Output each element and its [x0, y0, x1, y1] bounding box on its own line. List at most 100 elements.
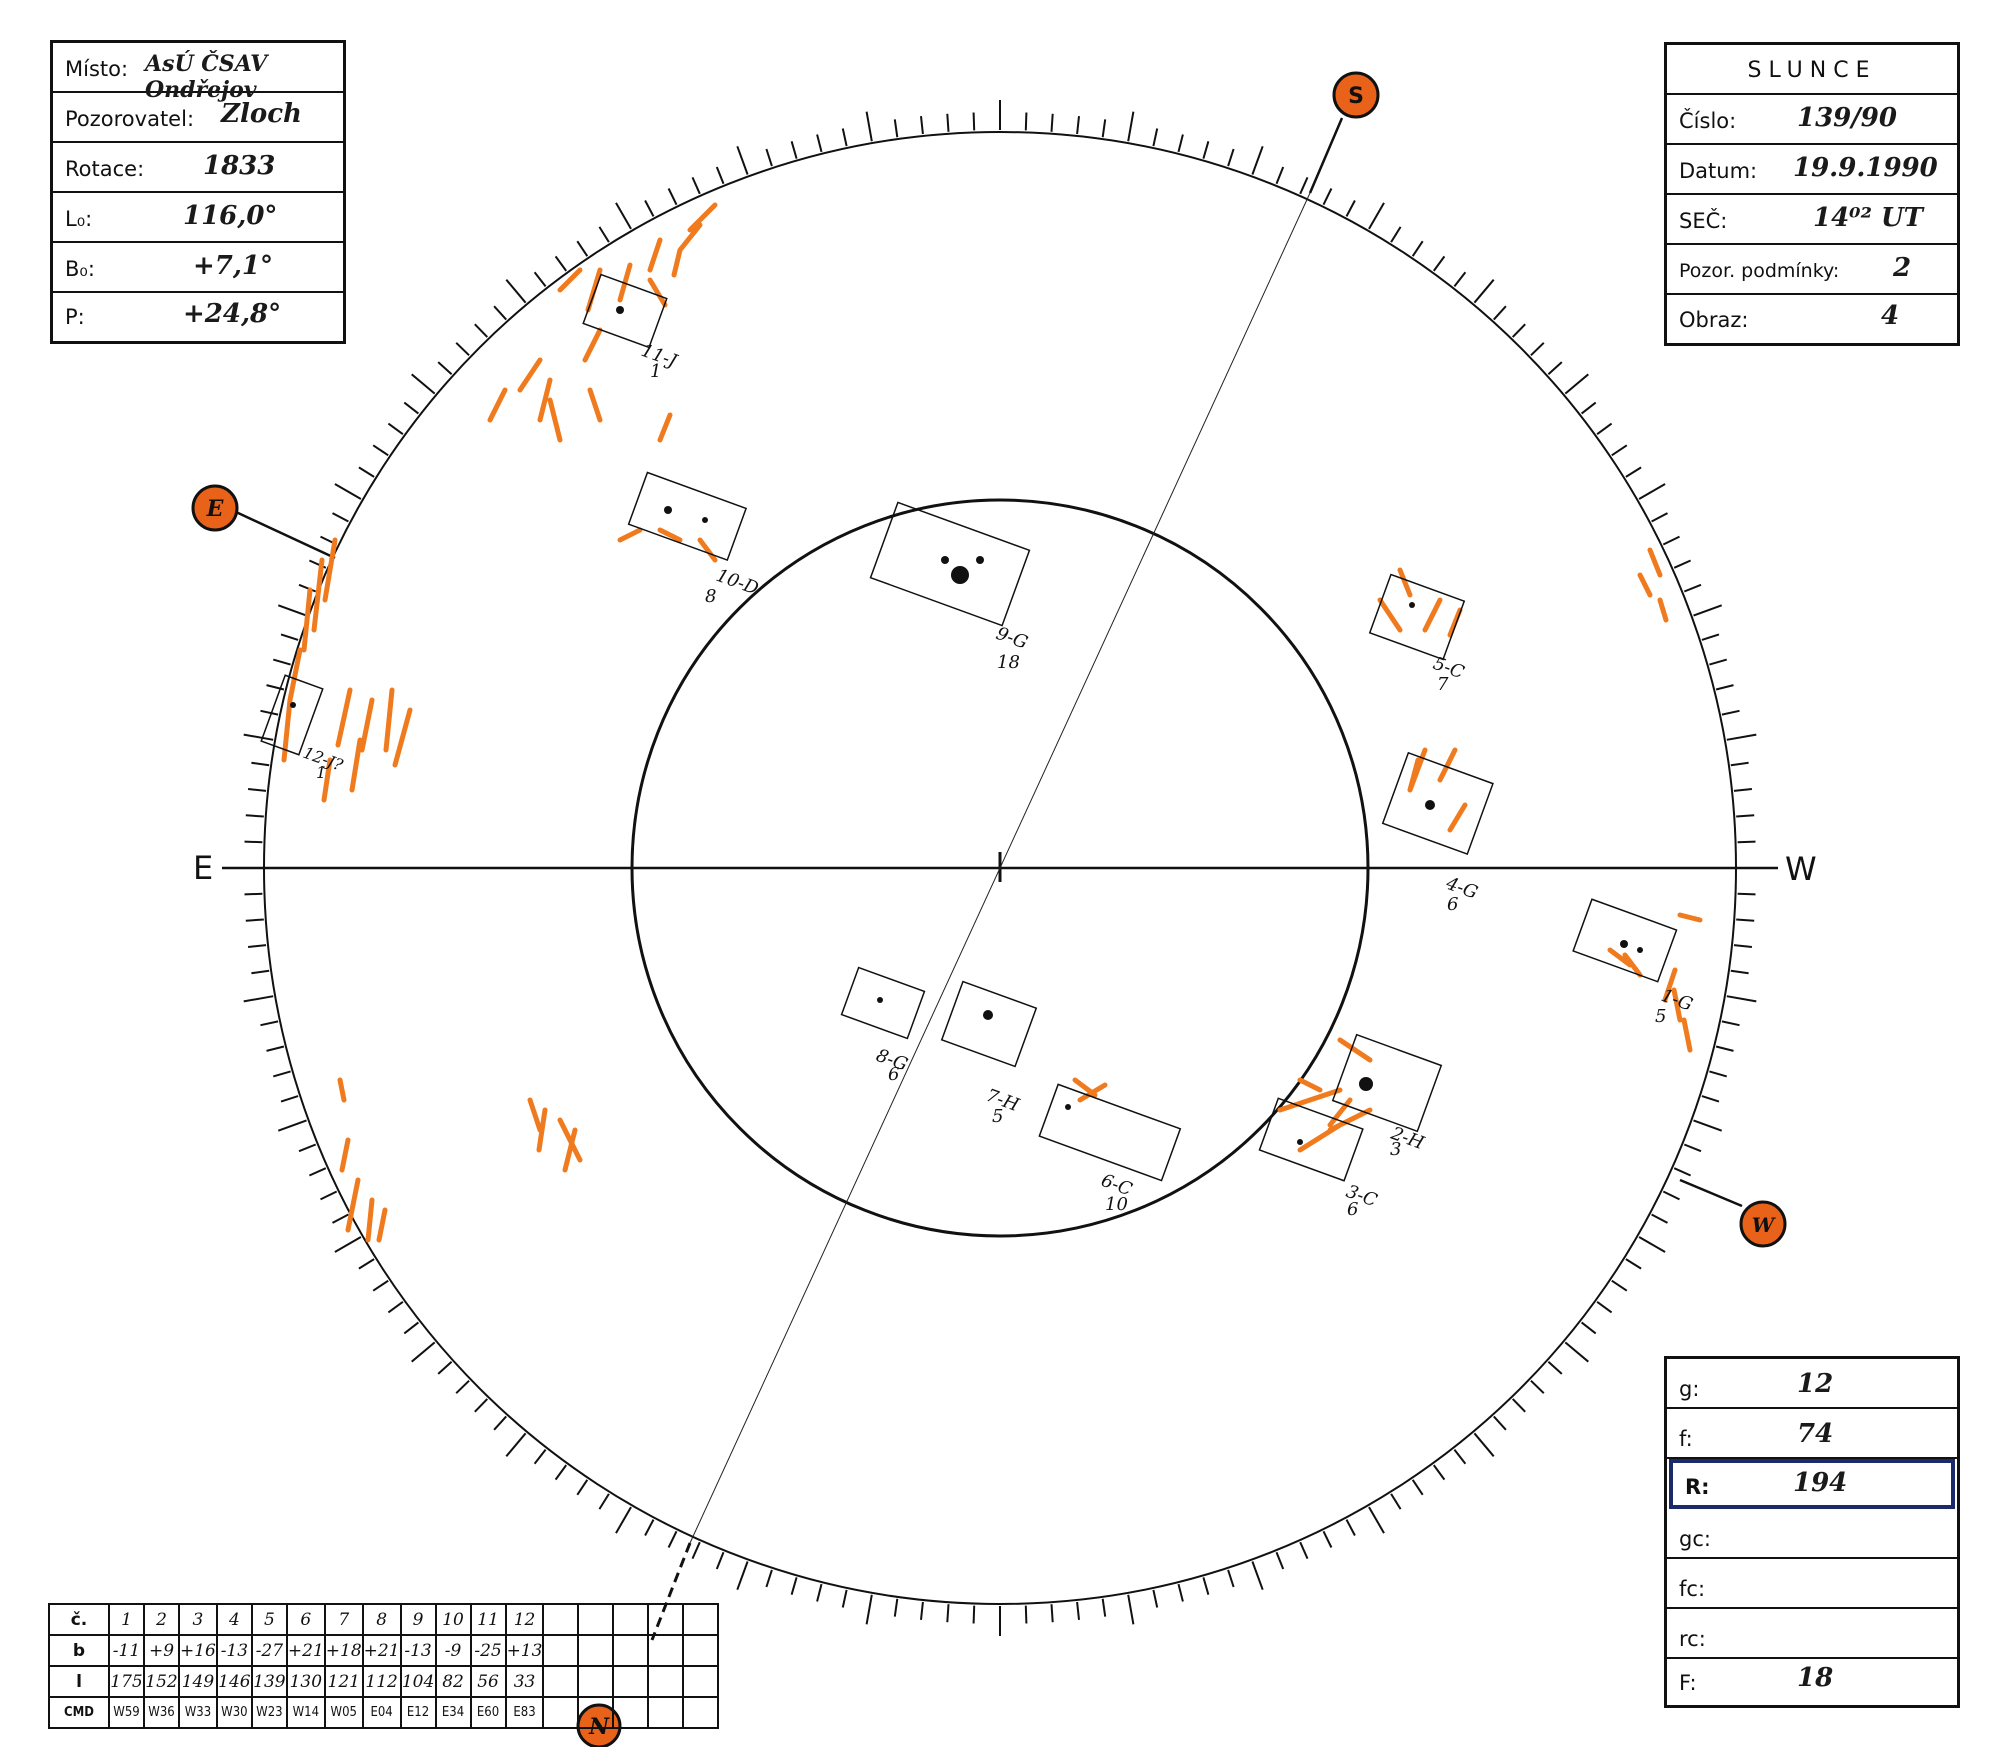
spot-table-cell: 130 — [285, 1665, 326, 1698]
limb-tick — [1024, 1605, 1028, 1624]
limb-tick — [1709, 658, 1727, 666]
limb-tick — [1596, 1300, 1613, 1314]
spot-table-cell: -13 — [215, 1634, 253, 1667]
limb-tick — [1726, 995, 1757, 1003]
limb-tick — [1709, 1070, 1727, 1078]
group-8-G: 8-G 6 — [840, 966, 926, 1085]
spot-table-cell: E83 — [504, 1696, 545, 1729]
limb-tick — [1625, 1258, 1642, 1270]
direction-marker-west: W — [1739, 1200, 1787, 1248]
spot-table-cell: 104 — [399, 1665, 437, 1698]
g-label: g: — [1679, 1377, 1700, 1401]
spot-table-cell: 149 — [178, 1665, 218, 1698]
spot-table-cell: 2 — [143, 1603, 180, 1636]
limb-tick — [372, 1279, 389, 1292]
limb-tick — [554, 1464, 568, 1481]
direction-marker-east: E — [191, 484, 239, 532]
limb-tick — [893, 1598, 899, 1617]
west-label: W — [1785, 850, 1817, 888]
spot-table-cell: -9 — [434, 1634, 472, 1667]
spot-table-cell — [612, 1603, 650, 1636]
limb-tick — [893, 119, 899, 138]
group-4-G-count: 6 — [1447, 894, 1458, 915]
east-marker-line — [235, 510, 336, 560]
limb-tick — [244, 892, 263, 896]
spot-table-cell: 33 — [504, 1665, 545, 1698]
image-label: Obraz: — [1679, 308, 1749, 332]
group-10-D: 10-D 8 — [627, 471, 762, 607]
limb-tick — [1733, 944, 1753, 948]
limb-tick — [493, 305, 507, 321]
limb-tick — [554, 255, 568, 272]
limb-tick — [1511, 1398, 1526, 1413]
limb-tick — [273, 658, 291, 666]
limb-tick — [1580, 401, 1597, 415]
limb-tick — [1564, 1341, 1589, 1363]
l0-label: L₀: — [65, 207, 93, 231]
count-row-r: R: 194 — [1669, 1459, 1955, 1509]
limb-tick — [1662, 535, 1680, 546]
limb-tick — [1432, 255, 1446, 272]
limb-tick — [1202, 1577, 1210, 1595]
limb-tick — [437, 1361, 453, 1375]
number-label: Číslo: — [1679, 109, 1737, 133]
f-value: 74 — [1797, 1419, 1834, 1449]
info-row-rotation: Rotace: 1833 — [53, 143, 343, 193]
group-8-G-count: 6 — [888, 1064, 899, 1085]
limb-tick — [1611, 1279, 1628, 1292]
limb-tick — [1737, 892, 1756, 896]
info-row-number: Číslo: 139/90 — [1667, 95, 1957, 145]
spot-table-cell — [682, 1696, 720, 1729]
limb-tick — [1580, 1321, 1597, 1335]
count-row-fc: fc: — [1667, 1559, 1957, 1609]
limb-tick — [1693, 1119, 1723, 1132]
limb-tick — [1715, 684, 1734, 691]
limb-tick — [972, 112, 976, 131]
limb-tick — [1730, 969, 1749, 975]
limb-tick — [437, 361, 453, 375]
spot-table-cell: 4 — [215, 1603, 253, 1636]
limb-tick — [1638, 483, 1666, 500]
limb-tick — [1368, 202, 1385, 230]
spot-table-cell: +21 — [361, 1634, 402, 1667]
limb-tick — [277, 604, 307, 617]
spot-table-cell: +21 — [285, 1634, 326, 1667]
spot-table-cell: -13 — [399, 1634, 437, 1667]
limb-tick — [1673, 559, 1692, 569]
limb-tick — [1322, 188, 1333, 206]
limb-tick — [1625, 466, 1642, 478]
spot-table-cell: W59 — [108, 1696, 145, 1729]
limb-tick — [358, 1258, 375, 1270]
limb-tick — [667, 188, 678, 206]
limb-tick — [320, 1190, 338, 1201]
spot-table-cell: 146 — [215, 1665, 253, 1698]
group-11-J: 11-J 1 — [582, 273, 681, 382]
group-7-H-count: 5 — [992, 1106, 1003, 1127]
time-value: 14⁰² UT — [1813, 203, 1924, 233]
spot-table-cell: +13 — [504, 1634, 545, 1667]
limb-tick — [920, 1601, 924, 1621]
limb-tick — [1050, 1604, 1054, 1623]
limb-tick — [1511, 323, 1526, 338]
info-row-image: Obraz: 4 — [1667, 295, 1957, 343]
spot-table-cell: 9 — [399, 1603, 437, 1636]
fc-label: fc: — [1679, 1577, 1706, 1601]
spot-table-cell: 7 — [323, 1603, 364, 1636]
limb-tick — [245, 814, 264, 818]
observer-label: Pozorovatel: — [65, 107, 195, 131]
spot-table-cell: E04 — [361, 1696, 402, 1729]
limb-tick — [358, 466, 375, 478]
spot-table-cell: W05 — [323, 1696, 364, 1729]
gc-label: gc: — [1679, 1527, 1711, 1551]
spot-table-cell: W30 — [215, 1696, 253, 1729]
time-label: SEČ: — [1679, 209, 1728, 233]
limb-tick — [1701, 633, 1720, 641]
limb-tick — [245, 918, 264, 922]
spot-table-cell — [577, 1696, 615, 1729]
limb-tick — [1726, 733, 1757, 741]
limb-tick — [790, 141, 798, 159]
f-label: f: — [1679, 1427, 1693, 1451]
pole-marker-south: S — [1332, 71, 1380, 119]
limb-tick — [1721, 709, 1740, 716]
